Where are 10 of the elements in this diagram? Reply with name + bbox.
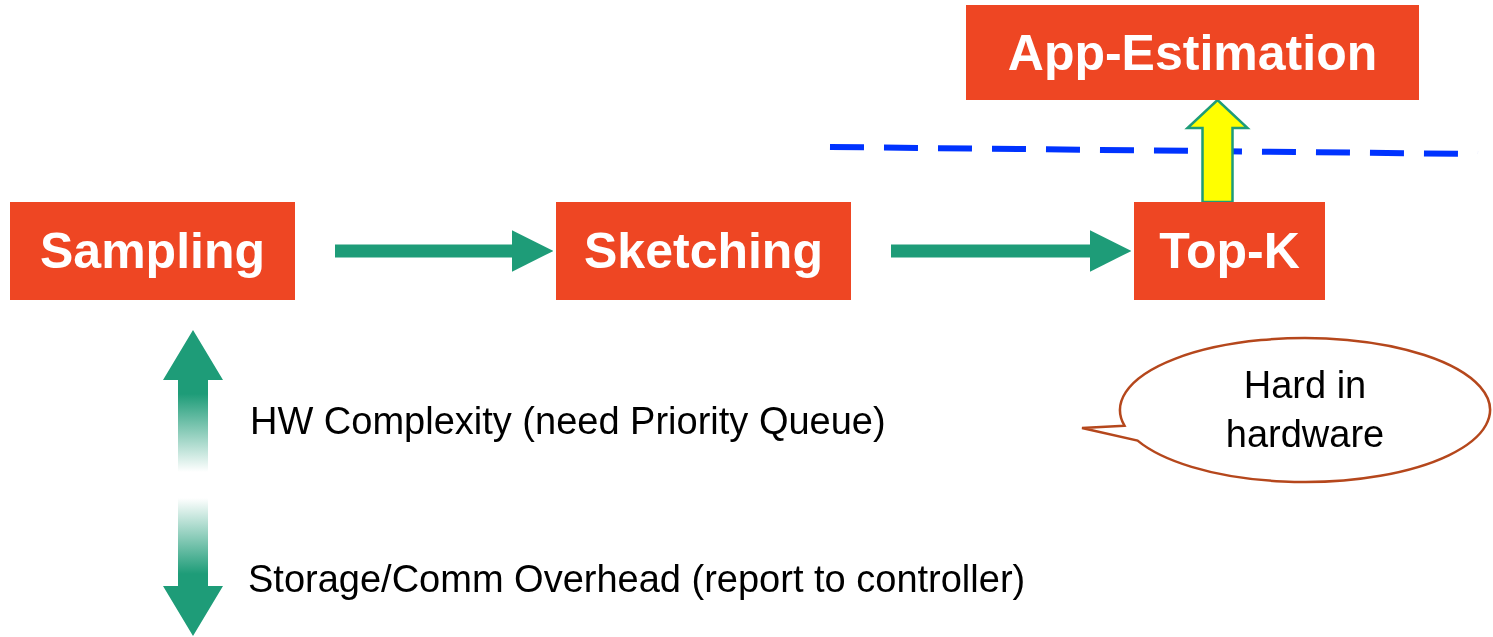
block-arrow xyxy=(1184,98,1251,204)
arrow xyxy=(891,230,1132,272)
process-box: Sketching xyxy=(556,202,851,300)
note-text: Storage/Comm Overhead (report to controller) xyxy=(248,558,1026,601)
callout-text: Hard in hardware xyxy=(1224,362,1386,457)
process-box: Top-K xyxy=(1134,202,1325,300)
note-text: HW Complexity (need Priority Queue) xyxy=(250,400,886,443)
arrow xyxy=(335,230,554,272)
process-box: App-Estimation xyxy=(966,5,1419,100)
process-box: Sampling xyxy=(10,202,295,300)
